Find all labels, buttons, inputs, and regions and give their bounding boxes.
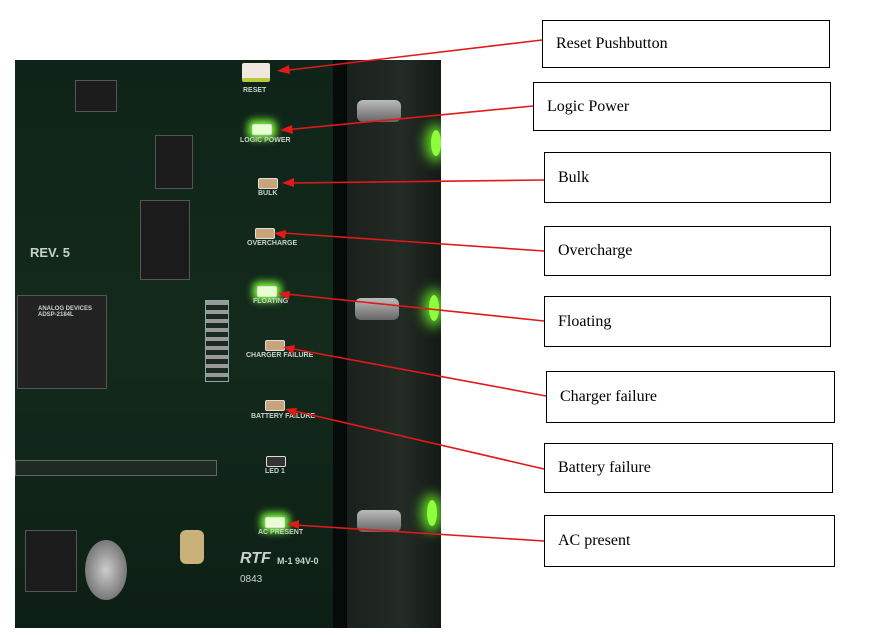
callout-charger-failure: Charger failure xyxy=(546,371,835,423)
ic-chip xyxy=(140,200,190,280)
silk-ac-present: AC PRESENT xyxy=(258,529,304,536)
arrow-logic-power xyxy=(283,105,534,131)
green-glow xyxy=(427,500,437,526)
led-battery-failure xyxy=(265,400,285,411)
arrow-bulk xyxy=(289,179,545,184)
screw xyxy=(357,100,401,122)
arrow-charger-failure xyxy=(287,347,547,397)
board-edge xyxy=(333,60,347,628)
callout-label: Bulk xyxy=(558,168,590,186)
led-logic-power xyxy=(252,124,272,135)
header-strip xyxy=(15,460,217,476)
callout-ac-present: AC present xyxy=(544,515,835,567)
ic-chip xyxy=(25,530,77,592)
callout-bulk: Bulk xyxy=(544,152,831,203)
callout-label: Reset Pushbutton xyxy=(556,35,668,52)
screw xyxy=(357,510,401,532)
silk-floating: FLOATING xyxy=(253,298,289,305)
arrow-reset xyxy=(280,39,543,72)
callout-battery-failure: Battery failure xyxy=(544,443,833,493)
arrowhead xyxy=(287,520,299,529)
silk-reset: RESET xyxy=(243,87,267,94)
callout-floating: Floating xyxy=(544,296,831,347)
pcb-photo: ANALOG DEVICES ADSP-2184L REV. 5 RESET L… xyxy=(15,60,441,628)
silk-overcharge: OVERCHARGE xyxy=(247,240,298,247)
screw xyxy=(355,298,399,320)
led-ac-present xyxy=(265,517,285,528)
arrow-overcharge xyxy=(282,232,545,252)
callout-overcharge: Overcharge xyxy=(544,226,831,276)
led-1 xyxy=(266,456,286,467)
pin-header xyxy=(205,300,229,382)
arrow-floating xyxy=(285,293,545,322)
silk-date-code: 0843 xyxy=(240,574,263,585)
capacitor xyxy=(85,540,127,600)
led-charger-failure xyxy=(265,340,285,351)
callout-label: Battery failure xyxy=(558,459,651,476)
green-glow xyxy=(429,295,439,321)
led-floating xyxy=(257,286,277,297)
callout-label: Logic Power xyxy=(547,97,630,115)
silk-led1: LED 1 xyxy=(265,468,285,475)
rev-label: REV. 5 xyxy=(30,245,70,260)
silk-logic-power: LOGIC POWER xyxy=(240,137,291,144)
circuit-board: ANALOG DEVICES ADSP-2184L REV. 5 RESET L… xyxy=(15,60,333,628)
arrow-ac-present xyxy=(294,524,545,542)
led-bulk xyxy=(258,178,278,189)
arrowhead xyxy=(283,345,295,354)
callout-label: Charger failure xyxy=(560,388,657,405)
callout-label: Overcharge xyxy=(558,242,633,259)
arrow-battery-failure xyxy=(289,409,545,470)
ic-chip xyxy=(75,80,117,112)
arrowhead xyxy=(274,230,286,239)
arrowhead xyxy=(280,125,293,134)
callout-label: AC present xyxy=(558,532,631,549)
silk-rating: M-1 94V-0 xyxy=(277,556,319,566)
ic-chip xyxy=(155,135,193,189)
silk-rtf: RTF xyxy=(240,550,271,567)
silk-battery-failure: BATTERY FAILURE xyxy=(251,413,316,420)
silk-bulk: BULK xyxy=(258,190,278,197)
led-overcharge xyxy=(255,228,275,239)
arrowhead xyxy=(278,291,290,300)
chip-label: ANALOG DEVICES ADSP-2184L xyxy=(38,306,93,318)
silk-charger-failure: CHARGER FAILURE xyxy=(246,352,314,359)
arrowhead xyxy=(277,65,290,74)
arrowhead xyxy=(285,408,297,417)
callout-logic-power: Logic Power xyxy=(533,82,831,131)
dsp-chip: ANALOG DEVICES ADSP-2184L xyxy=(17,295,107,389)
arrowhead xyxy=(282,178,294,187)
reset-pushbutton[interactable] xyxy=(242,63,270,82)
capacitor xyxy=(180,530,204,564)
green-glow xyxy=(431,130,441,156)
callout-label: Floating xyxy=(558,312,612,330)
callout-reset-pushbutton: Reset Pushbutton xyxy=(542,20,830,68)
